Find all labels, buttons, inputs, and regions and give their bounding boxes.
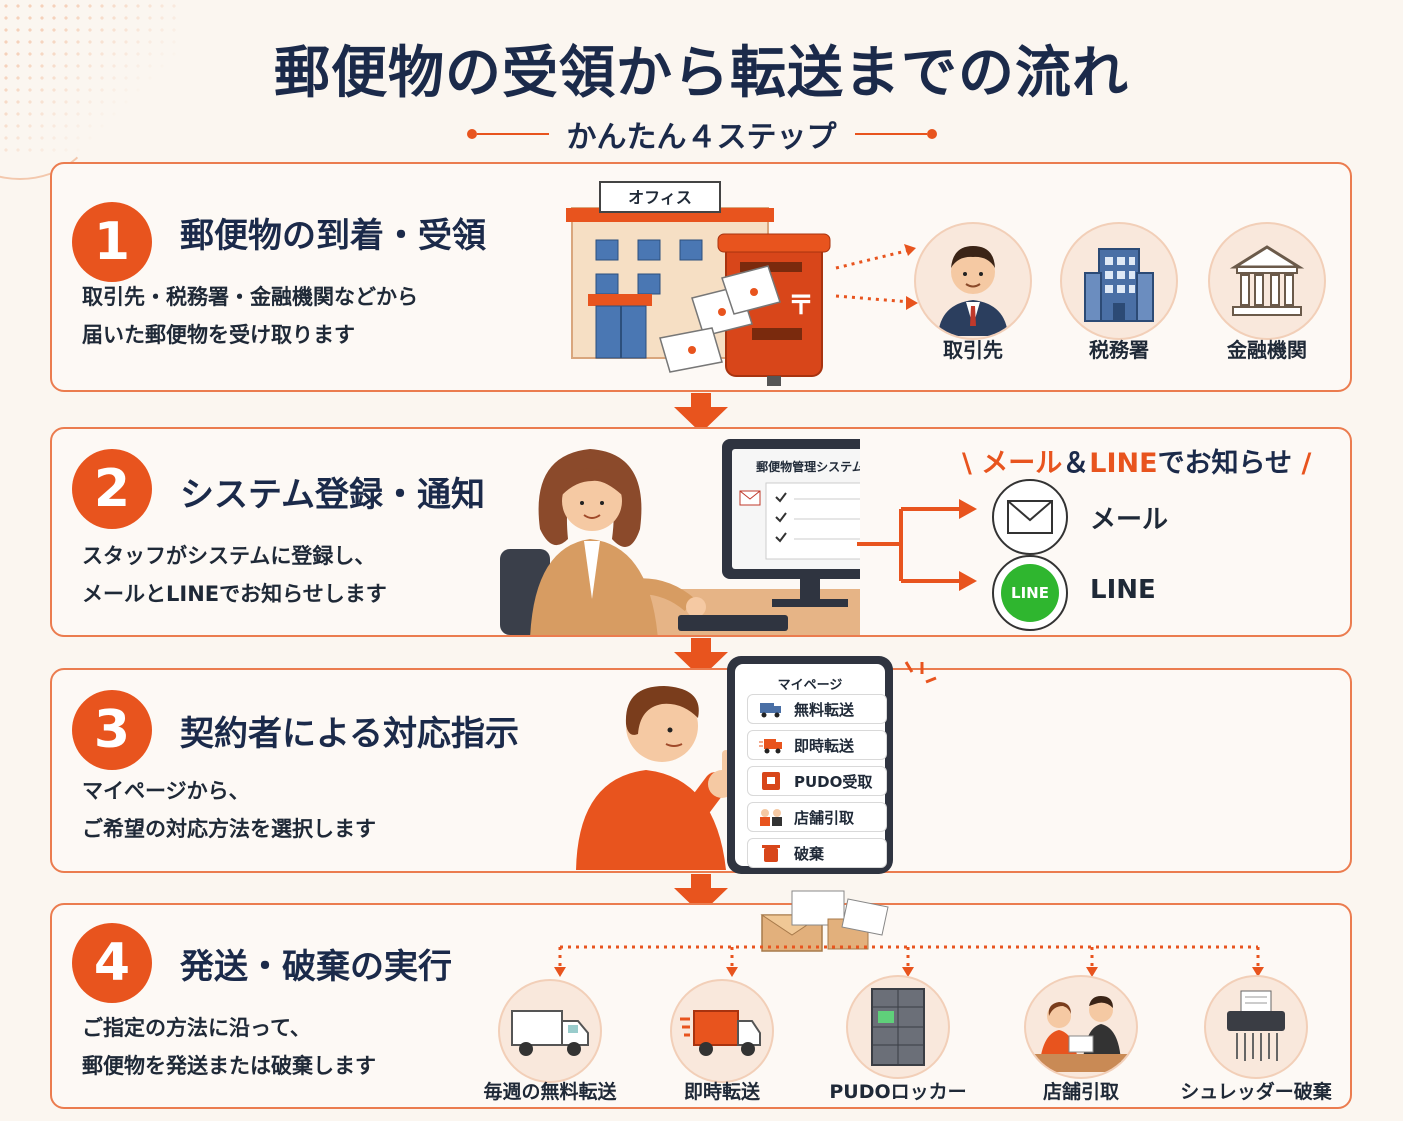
system-screen-title: 郵便物管理システム xyxy=(756,459,860,474)
method-label: 毎週の無料転送 xyxy=(483,1081,617,1103)
step-1-desc-line: 届いた郵便物を受け取ります xyxy=(82,323,355,347)
step-4-desc-line: 郵便物を発送または破棄します xyxy=(82,1054,376,1078)
fast-truck-icon xyxy=(670,979,774,1083)
svg-text:〒: 〒 xyxy=(788,291,814,321)
method-label: シュレッダー破棄 xyxy=(1180,1081,1332,1103)
person-icon xyxy=(914,222,1032,340)
step-3-desc-line: マイページから、 xyxy=(82,779,250,803)
truck-icon xyxy=(758,699,784,719)
step-3-title: 契約者による対応指示 xyxy=(180,714,519,754)
down-arrow-icon xyxy=(674,638,728,678)
notify-heading: \ メール＆LINEでお知らせ / xyxy=(962,441,1311,480)
step-1-desc-line: 取引先・税務署・金融機関などから xyxy=(82,285,418,309)
mail-parcels-illustration xyxy=(760,890,889,952)
option-label: 即時転送 xyxy=(794,736,855,755)
down-arrow-icon xyxy=(674,874,728,914)
fast-truck-icon xyxy=(758,735,784,755)
line-badge: LINE xyxy=(1001,564,1059,622)
line-app-icon: LINE xyxy=(992,555,1068,631)
step-number-4: 4 xyxy=(72,923,152,1003)
step-4-description: ご指定の方法に沿って、 郵便物を発送または破棄します xyxy=(82,1009,376,1085)
step-number-1: 1 xyxy=(72,202,152,282)
step-1-card: 1 郵便物の到着・受領 取引先・税務署・金融機関などから 届いた郵便物を受け取り… xyxy=(50,162,1352,392)
notify-heading-amp: ＆ xyxy=(1062,448,1090,479)
sender-label: 取引先 xyxy=(943,338,1003,362)
store-counter-icon xyxy=(1024,975,1138,1079)
subtitle-row: かんたん４ステップ xyxy=(0,112,1403,156)
branch-arrows xyxy=(857,499,977,591)
step-2-card: 2 システム登録・通知 スタッフがシステムに登録し、 メールとLINEでお知らせ… xyxy=(50,427,1352,637)
locker-icon xyxy=(846,975,950,1079)
shredder-icon xyxy=(1204,975,1308,1079)
step-2-desc-line: スタッフがシステムに登録し、 xyxy=(82,544,376,568)
method-label: 店舗引取 xyxy=(1042,1081,1119,1103)
step-4-title: 発送・破棄の実行 xyxy=(180,947,452,987)
step-1-title: 郵便物の到着・受領 xyxy=(180,216,486,256)
notify-heading-mail: メール xyxy=(981,448,1063,479)
mypage-title: マイページ xyxy=(777,678,843,693)
option-label: PUDO受取 xyxy=(794,772,873,791)
option-label: 破棄 xyxy=(794,844,825,863)
option-pudo-pickup[interactable]: PUDO受取 xyxy=(747,766,887,796)
step-number-2: 2 xyxy=(72,449,152,529)
step-2-desc-line: メールとLINEでお知らせします xyxy=(82,582,387,606)
page-subtitle: かんたん４ステップ xyxy=(566,120,837,155)
channel-label-line: LINE xyxy=(1090,575,1156,605)
notify-slash-icon: \ xyxy=(962,448,982,479)
step-number-3: 3 xyxy=(72,690,152,770)
step-3-description: マイページから、 ご希望の対応方法を選択します xyxy=(82,772,376,848)
office-sign: オフィス xyxy=(628,188,692,207)
channel-label-mail: メール xyxy=(1090,505,1169,535)
option-store-pickup[interactable]: 店舗引取 xyxy=(747,802,887,832)
dotted-arrows xyxy=(835,244,918,310)
page-title: 郵便物の受領から転送までの流れ xyxy=(274,41,1129,106)
step-1-description: 取引先・税務署・金融機関などから 届いた郵便物を受け取ります xyxy=(82,278,418,354)
step-2-description: スタッフがシステムに登録し、 メールとLINEでお知らせします xyxy=(82,537,387,613)
tax-office-building-icon xyxy=(1060,222,1178,340)
mail-icon xyxy=(992,479,1068,555)
step-4-card: 4 発送・破棄の実行 ご指定の方法に沿って、 郵便物を発送または破棄します xyxy=(50,890,1352,1109)
step-4-desc-line: ご指定の方法に沿って、 xyxy=(82,1016,311,1040)
dotted-distribution-lines xyxy=(554,945,1264,977)
trash-icon xyxy=(758,843,784,863)
down-arrow-icon xyxy=(674,393,728,433)
step-3-desc-line: ご希望の対応方法を選択します xyxy=(82,817,376,841)
step-3-card: 3 契約者による対応指示 マイページから、 ご希望の対応方法を選択します マイペ… xyxy=(50,656,1352,874)
mypage-phone: マイページ 無料転送 即時転送 PUDO受取 店舗引取 破棄 xyxy=(727,656,893,874)
truck-icon xyxy=(498,979,602,1083)
bank-icon xyxy=(1208,222,1326,340)
option-free-forwarding[interactable]: 無料転送 xyxy=(747,694,887,724)
attention-marks-icon xyxy=(904,661,937,684)
notify-heading-suffix: でお知らせ xyxy=(1157,448,1293,479)
option-immediate-forwarding[interactable]: 即時転送 xyxy=(747,730,887,760)
step-2-title: システム登録・通知 xyxy=(180,475,485,515)
subtitle-line-right xyxy=(854,129,937,139)
locker-icon xyxy=(758,771,784,791)
option-label: 店舗引取 xyxy=(794,808,855,827)
method-label: PUDOロッカー xyxy=(829,1081,967,1103)
subtitle-line-left xyxy=(466,129,549,139)
method-label: 即時転送 xyxy=(683,1081,760,1103)
staff-at-computer-illustration: 郵便物管理システム xyxy=(500,439,860,635)
notify-heading-line: LINE xyxy=(1089,448,1158,479)
store-staff-icon xyxy=(758,807,784,827)
client-pointing-illustration xyxy=(576,686,736,870)
option-dispose[interactable]: 破棄 xyxy=(747,838,887,868)
office-postbox-illustration: オフィス 〒 xyxy=(566,181,831,386)
sender-label: 税務署 xyxy=(1089,338,1149,362)
option-label: 無料転送 xyxy=(794,700,855,719)
sender-label: 金融機関 xyxy=(1227,338,1307,362)
notify-slash-icon: / xyxy=(1301,448,1312,479)
